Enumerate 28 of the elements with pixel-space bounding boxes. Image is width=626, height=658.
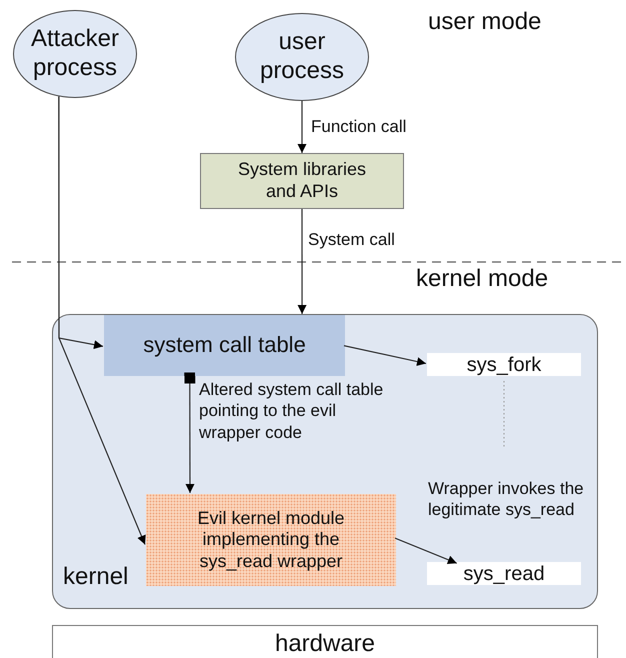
entry-box — [427, 353, 581, 376]
kernel-panel — [52, 314, 598, 609]
arrow — [394, 538, 457, 564]
table-box — [104, 315, 345, 376]
arrow — [298, 209, 307, 314]
node-text: user process — [258, 28, 346, 86]
edge-label: Altered system call table pointing to the evil wrapper code — [199, 379, 384, 443]
node-text: sys_fork — [466, 352, 542, 376]
edge-label: System call — [308, 229, 396, 250]
edge-label: Wrapper invokes the legitimate sys_read — [428, 478, 585, 520]
module-box — [146, 494, 396, 586]
node-text: Evil kernel module implementing the sys_read wrapper — [196, 508, 346, 572]
entry-box — [427, 562, 581, 585]
node-text: Attacker process — [30, 25, 120, 83]
library-box — [200, 153, 404, 209]
arrow — [298, 101, 306, 153]
mode-label: user mode — [428, 8, 542, 37]
node-text: system call table — [143, 332, 306, 359]
panel-title: kernel — [63, 563, 128, 592]
hardware-box — [52, 625, 598, 658]
node-text: hardware — [274, 630, 376, 658]
arrow — [344, 345, 426, 366]
node-text: sys_read — [463, 562, 545, 586]
mode-label: kernel mode — [416, 265, 548, 294]
edge-label: Function call — [311, 116, 408, 138]
arrow — [184, 372, 196, 493]
arrow — [58, 96, 146, 545]
node-text: System libraries and APIs — [236, 159, 368, 203]
